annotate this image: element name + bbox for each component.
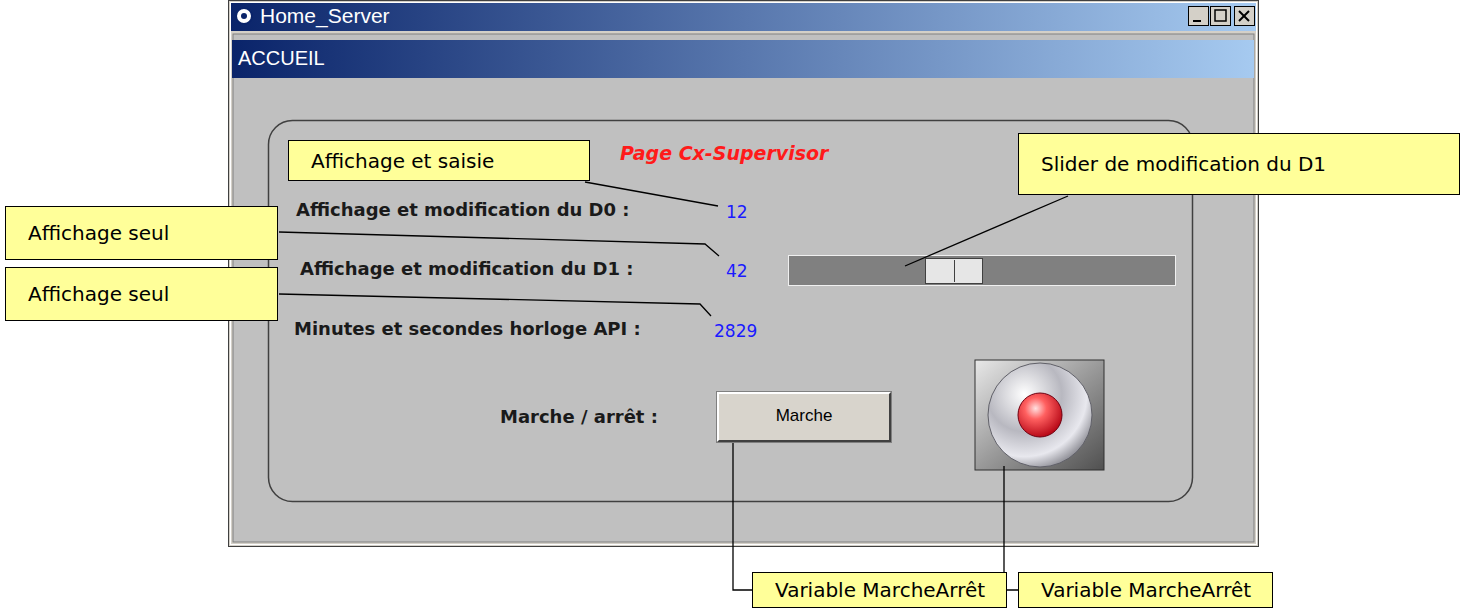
leader-line	[905, 196, 1068, 266]
value-display: 42	[726, 261, 748, 281]
field-label: Marche / arrêt :	[500, 406, 658, 427]
callout-text: Affichage seul	[28, 221, 169, 245]
callout-text: Variable MarcheArrêt	[1041, 578, 1251, 602]
value-display: 12	[726, 202, 748, 222]
value-display: 2829	[714, 321, 757, 341]
button-label: Marche	[719, 406, 889, 426]
callout-text: Variable MarcheArrêt	[775, 578, 985, 602]
callout-box: Variable MarcheArrêt	[1018, 572, 1273, 608]
callout-text: Affichage et saisie	[311, 149, 494, 173]
callout-text: Affichage seul	[28, 282, 169, 306]
field-label: Minutes et secondes horloge API :	[294, 318, 641, 339]
field-label: Affichage et modification du D1 :	[300, 258, 634, 279]
callout-box: Slider de modification du D1	[1018, 133, 1460, 195]
title-text: ACCUEIL	[238, 47, 325, 70]
page-heading: Page Cx-Supervisor	[620, 142, 828, 164]
callout-text: Slider de modification du D1	[1041, 152, 1326, 176]
application-window: Home_ServerACCUEILMarche	[228, 0, 1258, 34]
title-text: Home_Server	[260, 4, 390, 28]
callout-box: Affichage et saisie	[288, 140, 590, 181]
push-button: Marche	[717, 392, 891, 442]
page-header-bar: ACCUEIL	[232, 40, 1254, 78]
leader-line	[279, 294, 711, 316]
callout-box: Affichage seul	[5, 206, 278, 260]
field-label: Affichage et modification du D0 :	[296, 199, 630, 220]
callout-box: Affichage seul	[5, 267, 278, 321]
callout-box: Variable MarcheArrêt	[752, 572, 1007, 608]
leader-line	[279, 232, 719, 256]
leader-connector	[733, 442, 752, 590]
